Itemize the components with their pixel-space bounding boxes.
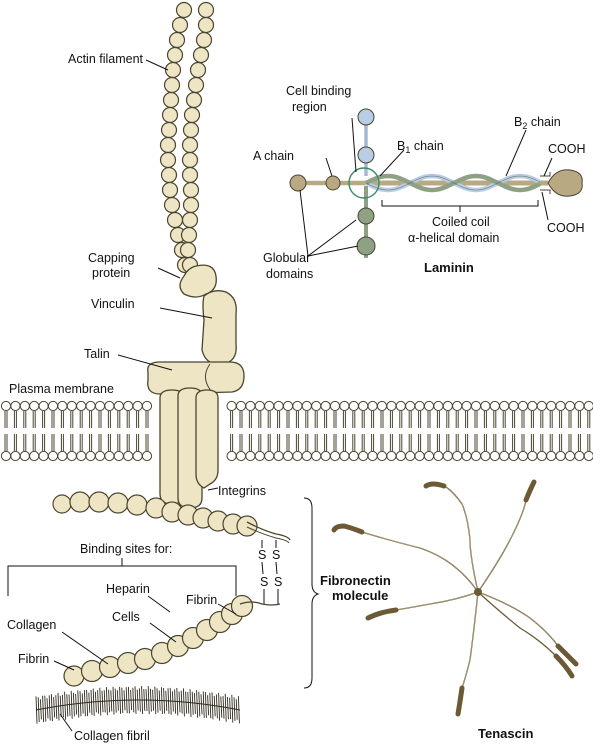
tenascin	[331, 479, 579, 717]
coiled-coil-label-2: α-helical domain	[408, 231, 499, 245]
globular-domains-label-2: domains	[266, 267, 313, 281]
globular-domains-label-1: Globular	[263, 251, 310, 265]
disulfide-s-2: S	[272, 548, 280, 562]
laminin-label: Laminin	[424, 260, 474, 275]
coiled-coil-label-1: Coiled coil	[432, 215, 490, 229]
cooh-top-label: COOH	[548, 142, 586, 156]
disulfide-bonds: S S S S	[258, 540, 282, 604]
b2-chain-label: B2 chain	[514, 115, 561, 131]
capping-protein	[179, 264, 217, 298]
fibrin-left-label: Fibrin	[18, 652, 49, 666]
integrins-label: Integrins	[218, 484, 266, 498]
actin-filament	[159, 1, 215, 274]
talin-label: Talin	[84, 347, 110, 361]
vinculin-label: Vinculin	[91, 297, 135, 311]
heparin-label: Heparin	[106, 582, 150, 596]
labels: Actin filament Capping protein Vinculin …	[7, 52, 586, 743]
fibronectin-label-2: molecule	[332, 588, 388, 603]
collagen-label: Collagen	[7, 618, 56, 632]
fibronectin-lower-chain	[63, 594, 254, 687]
fibronectin-upper-chain	[52, 491, 258, 537]
disulfide-s-4: S	[274, 575, 282, 589]
cell-binding-label-1: Cell binding	[286, 84, 351, 98]
leader-lines	[53, 59, 553, 732]
collagen-fibril	[35, 686, 241, 724]
fibronectin-brace	[303, 497, 320, 689]
cooh-bottom-label: COOH	[547, 221, 585, 235]
a-chain-label: A chain	[253, 149, 294, 163]
capping-protein-label-2: protein	[92, 266, 130, 280]
disulfide-s-3: S	[260, 575, 268, 589]
fibronectin-label-1: Fibronectin	[320, 573, 391, 588]
integrins	[159, 387, 219, 509]
disulfide-s-1: S	[258, 548, 266, 562]
plasma-membrane-label: Plasma membrane	[9, 382, 114, 396]
binding-sites-label: Binding sites for:	[80, 542, 172, 556]
tenascin-label: Tenascin	[478, 726, 533, 741]
cell-binding-label-2: region	[292, 100, 327, 114]
vinculin	[201, 290, 237, 365]
b1-chain-label: B1 chain	[397, 139, 444, 155]
actin-filament-label: Actin filament	[68, 52, 144, 66]
fibrin-right-label: Fibrin	[186, 593, 217, 607]
cells-label: Cells	[112, 610, 140, 624]
laminin	[289, 108, 583, 258]
collagen-fibril-label: Collagen fibril	[74, 729, 150, 743]
plasma-membrane	[0, 400, 593, 462]
capping-protein-label-1: Capping	[88, 251, 135, 265]
